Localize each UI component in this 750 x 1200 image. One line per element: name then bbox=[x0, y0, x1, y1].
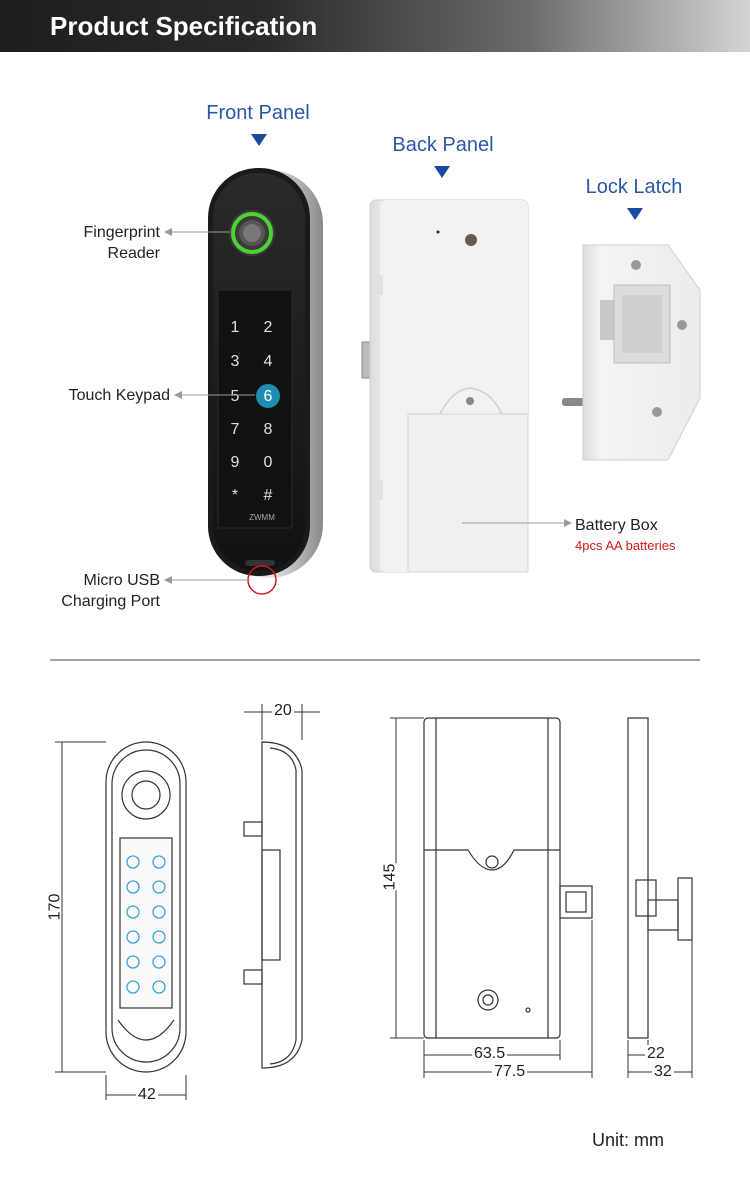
side-depth-dim: 20 bbox=[272, 702, 294, 720]
brand-label: ZWMM bbox=[249, 513, 275, 522]
front-panel-arrow-icon bbox=[251, 134, 267, 146]
keypad-key: 8 bbox=[264, 421, 273, 438]
keypad-key: 7 bbox=[231, 421, 240, 438]
battery-note-label: 4pcs AA batteries bbox=[575, 538, 676, 553]
latch-outline-drawing bbox=[627, 717, 693, 1039]
keypad-key: 3 bbox=[231, 353, 240, 370]
back-outline-drawing bbox=[423, 717, 593, 1039]
keypad-key: 4 bbox=[264, 353, 273, 370]
front-height-dim: 170 bbox=[46, 893, 64, 921]
back-height-dim: 145 bbox=[381, 863, 400, 891]
battery-box-label: Battery Box bbox=[575, 517, 658, 534]
keypad-key: * bbox=[232, 487, 238, 504]
back-panel-title: Back Panel bbox=[392, 134, 494, 156]
page-title: Product Specification bbox=[50, 11, 318, 41]
keypad-key: 9 bbox=[231, 454, 240, 471]
lock-latch-title: Lock Latch bbox=[585, 176, 683, 198]
keypad-key: # bbox=[264, 487, 273, 504]
latch-inner-width-dim: 22 bbox=[645, 1045, 667, 1063]
lock-latch-arrow-icon bbox=[627, 208, 643, 220]
front-width-dim: 42 bbox=[136, 1086, 158, 1104]
unit-label: Unit: mm bbox=[592, 1130, 664, 1150]
back-inner-width-dim: 63.5 bbox=[472, 1045, 508, 1063]
front-panel-device bbox=[208, 168, 323, 578]
lock-latch-device bbox=[562, 244, 701, 461]
header-bar: Product Specification bbox=[0, 0, 750, 52]
front-outline-drawing bbox=[105, 741, 187, 1073]
micro-usb-label: Micro USB Charging Port bbox=[61, 572, 160, 610]
keypad-key: 5 bbox=[231, 388, 240, 405]
front-panel-title: Front Panel bbox=[206, 102, 310, 124]
keypad-dots bbox=[126, 855, 166, 994]
back-panel-device bbox=[361, 199, 529, 573]
latch-outer-width-dim: 32 bbox=[652, 1063, 674, 1081]
keypad-key: 0 bbox=[264, 454, 273, 471]
side-outline-drawing bbox=[243, 741, 303, 1069]
touch-keypad-label: Touch Keypad bbox=[68, 387, 170, 404]
back-panel-arrow-icon bbox=[434, 166, 450, 178]
keypad-key: 6 bbox=[264, 388, 273, 405]
back-outer-width-dim: 77.5 bbox=[492, 1063, 528, 1081]
fingerprint-reader-label: Fingerprint Reader bbox=[83, 224, 160, 262]
keypad-key: 1 bbox=[231, 319, 240, 336]
keypad-key: 2 bbox=[264, 319, 273, 336]
